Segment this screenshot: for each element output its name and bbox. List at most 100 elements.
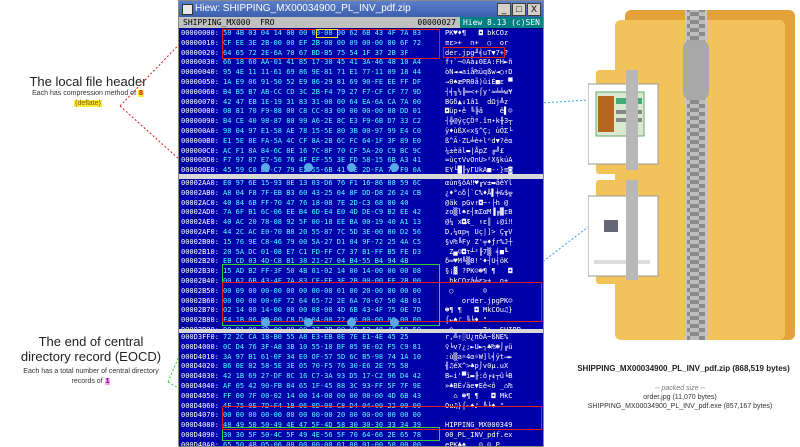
compression-method-value: 8 <box>137 90 144 97</box>
hex-offset: 000D4040: <box>181 381 219 390</box>
hex-row: 000D3FF0:72 2C CA 18-B0 55 A8 E3-EB 8E 7… <box>179 333 543 343</box>
hex-ascii: r,╩↑░U¿πδÄ~ßNE% <box>445 333 509 341</box>
hex-row: 000D4060:4F 75 0E 7D-F4 1B 06 0D-00 C8 D… <box>179 402 543 412</box>
hex-ascii: ┤╬@ÿçÇÖª.îπ∙k╫3┬ <box>445 117 513 126</box>
hex-bytes: E1 5E 8E FA-5A 4C CF 8A-2B 6C FC 64-1F 3… <box>223 136 422 145</box>
hex-ascii: ┤╡╖½╠═<+⌠y'≈╧╧w¥ <box>445 87 513 96</box>
hex-ascii: @¼ x◘Æ_ ↑ε║ ↓@í‼ <box>445 218 513 227</box>
hex-ascii: :ù▒a☼4α☼W]l╡ÿt→► <box>445 352 513 361</box>
hex-offset: 000D4010: <box>181 352 219 361</box>
section-divider <box>179 174 543 179</box>
hex-bytes: 00 09 00 00-00 00 00 00-00 01 00 20-00 0… <box>223 286 422 295</box>
hex-row: 00002AA0:E0 97 6E 15-93 8E 13 03-D6 76 F… <box>179 179 543 189</box>
header-version: Hiew 8.13 (c)SEN <box>459 17 543 28</box>
hex-row: 000D40A0:65 50 4B 05-06 00 00 00-00 01 0… <box>179 441 543 446</box>
hex-bytes: 44 2C AC E0-70 B8 20 55-87 7C 5D 3E-00 8… <box>223 227 422 236</box>
hex-ascii: @äk pGv↑◘~-├h @ <box>445 198 509 207</box>
header-filename: SHIPPING_MX000 <box>183 18 251 27</box>
marker-dot <box>390 163 399 172</box>
hex-ascii: αùn§ôÄ‼♥╓v±▬åêYl <box>445 179 513 187</box>
hex-bytes: 42 47 EB 1E-19 31 83 31-00 00 64 EA-6A C… <box>223 97 422 106</box>
hex-bytes: 7A 6F B1 6C-06 EE B4 6D-E4 E0 4D DE-C9 B… <box>223 208 422 217</box>
hex-bytes: 64 65 72 2E-6A 70 67 BD-B5 75 54 1F 37 2… <box>223 48 409 57</box>
hex-row: 00000080:08 81 70 F9-88 00 C8 CC-83 00 0… <box>179 107 543 117</box>
hex-ascii: ≈ùçτVvO∩U>²X§kúA <box>445 156 513 165</box>
hex-row: 00002AB0:A8 04 F8 7F-EB B3 60 43-25 04 8… <box>179 189 543 199</box>
hex-row: 000000C0:AC F1 8A 84-6C 8E 16 7C-8F 70 C… <box>179 147 543 157</box>
hex-ascii: ╢♫éX^>♣p⌡v0µ.uX <box>445 362 509 371</box>
hex-bytes: 48 49 50 50-49 4E 47 5F-4D 58 30 30-30 3… <box>223 421 422 430</box>
hex-ascii: PK♥♦¶ ◘ bkCOz <box>445 29 509 37</box>
marker-dot <box>347 318 356 327</box>
eocd-name-box <box>222 406 542 430</box>
eocd-highlight-box <box>222 427 440 441</box>
hex-offset: 00002AE0: <box>181 218 219 227</box>
hex-offset: 00002B30: <box>181 267 219 276</box>
hex-row: 00000070:42 47 EB 1E-19 31 83 31-00 00 6… <box>179 98 543 108</box>
hex-ascii: →Θ♠æPRΘå)üiÉ■ε ▀ <box>445 77 513 86</box>
hiew-window[interactable]: Hiew: SHIPPING_MX00034900_PL_INV_pdf.zip… <box>178 0 544 447</box>
hex-bytes: 3A 97 B1 61-0F 34 E0 OF-57 5D 6C B5-98 7… <box>223 352 422 361</box>
hex-section-central-directory[interactable]: 00002AA0:E0 97 6E 15-93 8E 13 03-D6 76 F… <box>179 179 543 329</box>
hex-row: 00002B20:EB CD 03 4D-C8 B1 38 21-27 04 B… <box>179 257 543 267</box>
hex-row: 000000B0: E1 5E 8E FA-5A 4C CF 8A-2B 6C F… <box>179 137 543 147</box>
hex-offset: 000D4070: <box>181 411 219 420</box>
marker-dot <box>390 318 399 327</box>
hex-bytes: 15 76 9E C8-46 79 00 5A-27 D1 04 9F-72 2… <box>223 237 422 246</box>
hex-offset: 00000090: <box>181 117 219 126</box>
hex-bytes: B4 B5 B7 AB-CC CD 3C 2B-F4 79 27 F7-CF C… <box>223 87 422 96</box>
hex-row: 00000090:B4 CE 40 98-87 80 99 A6-2E 8C E… <box>179 117 543 127</box>
hex-offset: 00000000: <box>181 29 219 37</box>
hex-ascii: HIPPING_MX000349 <box>445 421 513 430</box>
minimize-button[interactable]: _ <box>497 3 511 16</box>
hex-offset: 00002B20: <box>181 257 219 266</box>
hex-offset: 000D3FF0: <box>181 333 219 341</box>
hex-offset: 000D4050: <box>181 391 219 400</box>
hex-section-local-header[interactable]: 00000000:50 4B 03 04 14 00 00 00-08 00 6… <box>179 29 543 174</box>
hex-bytes: 30 30 5F 50-4C 5F 49 4E-56 5F 70 64-66 2… <box>223 430 422 439</box>
hex-ascii: order.jpgPK☺ <box>445 296 513 305</box>
hex-row: 000000A0:98 04 97 E1-58 AE 78 15-5E 80 3… <box>179 127 543 137</box>
hex-row: 000D4050: FF 00 7F 00-02 14 00 14-00 00 0… <box>179 392 543 402</box>
hex-row: 00000040:95 4E 11 11-61 69 86 9E-81 71 E… <box>179 68 543 78</box>
hex-offset: 000D4080: <box>181 421 219 430</box>
hex-bytes: 42 1B 69 27-DF 8C 16 C7-3A 93 D5 17-C2 9… <box>223 372 422 381</box>
hex-ascii: ⌂ ☻¶ ¶ ◘ MkC <box>445 391 513 400</box>
hex-ascii: ☺ 7+ SHIPP <box>445 326 521 329</box>
hex-ascii: ☻¶ ¶ ◘ MkCOu♫} <box>445 306 513 315</box>
hex-ascii: D,¼αp╕ Uç|]> Ç╥V <box>445 227 513 236</box>
jpg-folder-icon <box>587 66 678 176</box>
marker-dot <box>347 163 356 172</box>
packed-size-header: -- packed size -- <box>654 385 706 392</box>
header-mode: FRO <box>260 18 275 27</box>
hex-ascii: òN◄◄aiå₧üqßw◄○↑D <box>445 68 513 77</box>
hex-offset: 000000D0: <box>181 156 219 165</box>
hex-offset: 000000B0: <box>181 136 219 145</box>
hex-bytes: B6 0E 82 58-5E 3E 05 70-F5 76 30-E6 2E 7… <box>223 362 409 371</box>
window-titlebar[interactable]: Hiew: SHIPPING_MX00034900_PL_INV_pdf.zip… <box>179 1 543 17</box>
hex-bytes: 00 01 00 20-00 00 00 37-2B 00 00 53-48 4… <box>223 326 445 329</box>
hex-bytes: 65 50 4B 05-06 00 00 00-00 01 00 01-00 5… <box>223 440 422 446</box>
hex-offset: 00000050: <box>181 77 219 86</box>
section-divider <box>179 329 543 333</box>
hex-offset: 00002AD0: <box>181 208 219 217</box>
hex-ascii: B←i'▀î▬╟:ô╒↨┬û╘B <box>445 372 513 381</box>
hex-ascii: bkCOzâ╧ε>+ ∩+ <box>445 276 509 285</box>
hex-ascii: ¿♦°⌂δ│`C%♦Å▌╪&$╦ <box>445 188 513 197</box>
hex-offset: 00002B80: <box>181 316 219 325</box>
hex-offset: 00000030: <box>181 58 219 67</box>
hex-row: 00000050:1A E9 06 91-50 52 E9 86-29 81 6… <box>179 78 543 88</box>
close-button[interactable]: X <box>527 3 541 16</box>
hex-offset: 000000A0: <box>181 126 219 135</box>
hex-ascii: zo▒l♠ε┤mΣαM▐╔▓εB <box>445 208 513 217</box>
hex-bytes: FF 00 7F 00-02 14 00 14-00 00 00 08-00 4… <box>223 391 422 400</box>
hex-offset: 000D4000: <box>181 342 219 351</box>
maximize-button[interactable]: □ <box>512 3 526 16</box>
eocd-annotation: The end of central directory record (EOC… <box>6 334 176 387</box>
lfh-compression-box <box>316 29 338 38</box>
header-offset: 00000027 <box>417 18 456 27</box>
compression-method-suffix: (deflate) <box>74 100 102 107</box>
local-file-header-annotation: The local file header Each has compressi… <box>18 74 158 109</box>
hex-row: 00002B50:00 09 00 00-00 00 00 00-00 01 0… <box>179 287 543 297</box>
local-file-header-desc: Each has compression method of <box>32 90 137 97</box>
